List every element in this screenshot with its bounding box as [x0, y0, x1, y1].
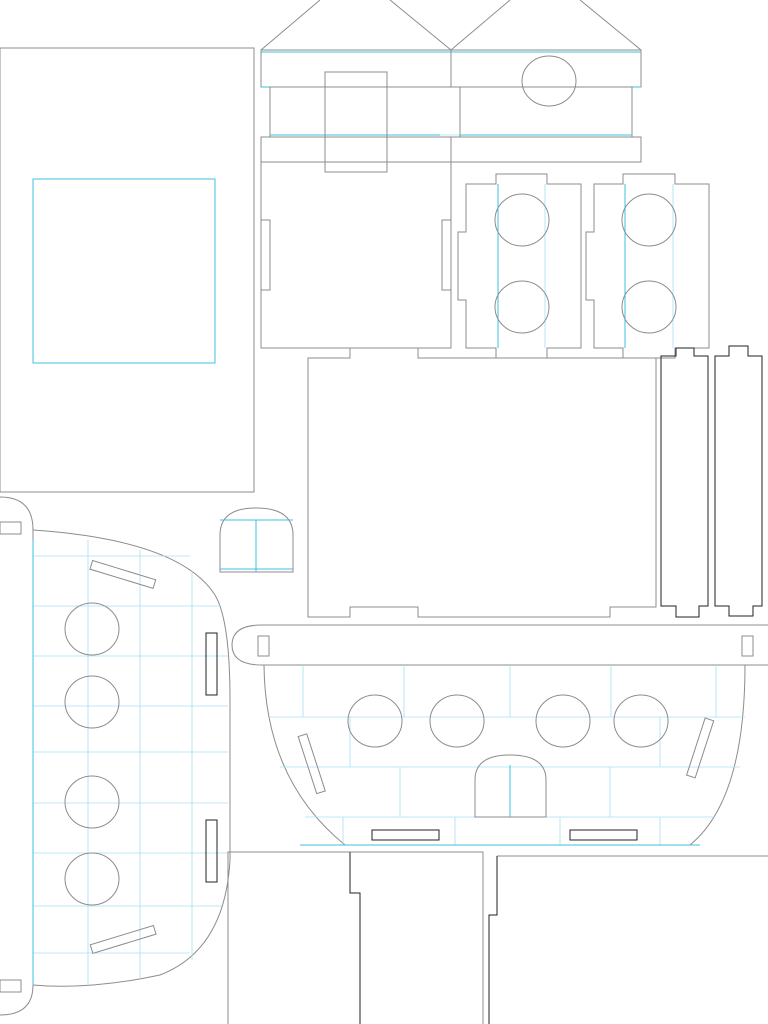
mounting-slot — [371, 829, 440, 841]
panel-bottom-middle — [349, 851, 484, 1024]
arched-door-opening — [474, 754, 547, 818]
wall-panel-door — [260, 161, 452, 349]
round-window — [347, 694, 403, 748]
mounting-slot — [89, 924, 157, 955]
roof-gable-front — [260, 0, 642, 173]
round-window — [64, 675, 120, 729]
base-panel — [307, 347, 657, 618]
round-window — [64, 775, 120, 829]
mounting-slot — [205, 632, 218, 696]
mounting-slot — [89, 559, 157, 590]
round-window — [64, 602, 120, 656]
round-window — [621, 193, 677, 247]
hull-side-horizontal — [231, 624, 768, 846]
round-window — [494, 280, 550, 334]
hull-brick-score-lines — [32, 540, 228, 985]
mounting-slot — [685, 717, 715, 779]
window-panel-double-left — [457, 173, 582, 359]
round-window — [429, 694, 485, 748]
mounting-slot — [205, 819, 218, 883]
strip-right — [714, 345, 763, 617]
round-window — [621, 280, 677, 334]
round-window — [613, 694, 669, 748]
round-window — [64, 852, 120, 906]
hull-side-vertical — [0, 496, 231, 1016]
panel-bottom-left-frame — [227, 851, 350, 1024]
small-arch-door — [219, 507, 294, 573]
panel-bottom-right — [488, 855, 768, 1024]
mounting-slot — [569, 829, 638, 841]
roof-round-window — [521, 55, 577, 107]
strip-left — [660, 347, 709, 618]
wall-panel-large — [0, 47, 255, 493]
round-window — [494, 193, 550, 247]
round-window — [535, 694, 591, 748]
square-window-opening — [32, 178, 216, 364]
mounting-slot — [297, 733, 326, 795]
window-panel-double-right — [585, 173, 710, 359]
